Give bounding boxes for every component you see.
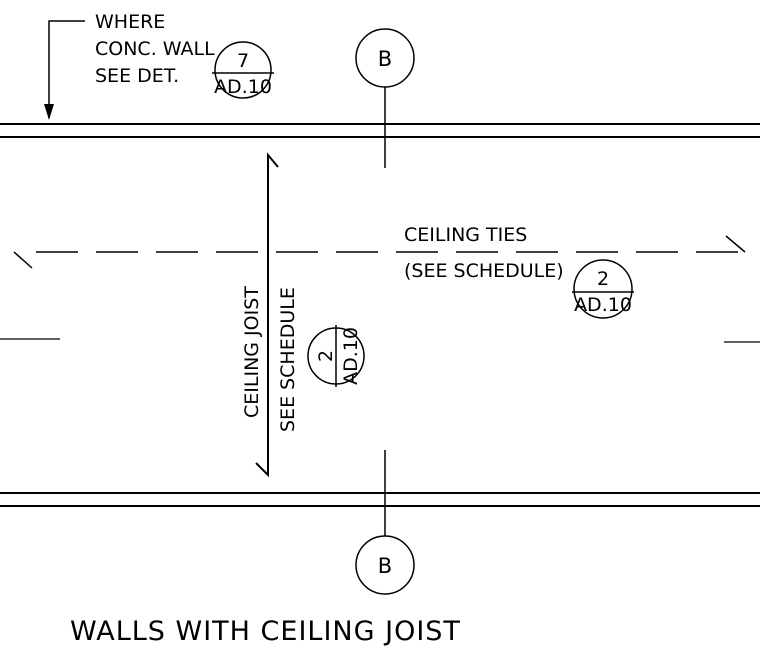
- detail-tag-ties-number: 2: [597, 268, 609, 290]
- note-line-1: WHERE: [95, 11, 165, 33]
- detail-tag-top-number: 7: [237, 50, 249, 72]
- note-line-3: SEE DET.: [95, 65, 179, 87]
- note-leader: [44, 20, 85, 120]
- ceiling-ties-line: [13, 235, 746, 269]
- ceiling-joist-line: [255, 152, 279, 478]
- section-marker-bottom-label: B: [378, 554, 392, 578]
- detail-tag-joist-number: 2: [315, 350, 337, 362]
- detail-tag-joist-sheet: AD.10: [340, 327, 362, 385]
- detail-tag-top-sheet: AD.10: [214, 76, 272, 98]
- section-marker-top-label: B: [378, 47, 392, 71]
- detail-tag-ties-sheet: AD.10: [574, 294, 632, 316]
- section-marker-bottom[interactable]: B: [355, 535, 415, 595]
- ceiling-ties-label: CEILING TIES: [404, 224, 527, 246]
- detail-tag-joist[interactable]: 2 AD.10: [307, 325, 365, 387]
- ceiling-joist-label: CEILING JOIST: [241, 286, 263, 418]
- ceiling-ties-note: (SEE SCHEDULE): [404, 260, 564, 282]
- ceiling-joist-note: SEE SCHEDULE: [277, 287, 299, 432]
- section-marker-top[interactable]: B: [355, 28, 415, 88]
- detail-tag-ties[interactable]: 2 AD.10: [572, 259, 634, 319]
- bottom-wall: [0, 492, 760, 507]
- top-wall: [0, 123, 760, 138]
- detail-tag-top[interactable]: 7 AD.10: [212, 41, 274, 99]
- note-line-2: CONC. WALL: [95, 38, 215, 60]
- drawing-title: WALLS WITH CEILING JOIST: [70, 616, 461, 647]
